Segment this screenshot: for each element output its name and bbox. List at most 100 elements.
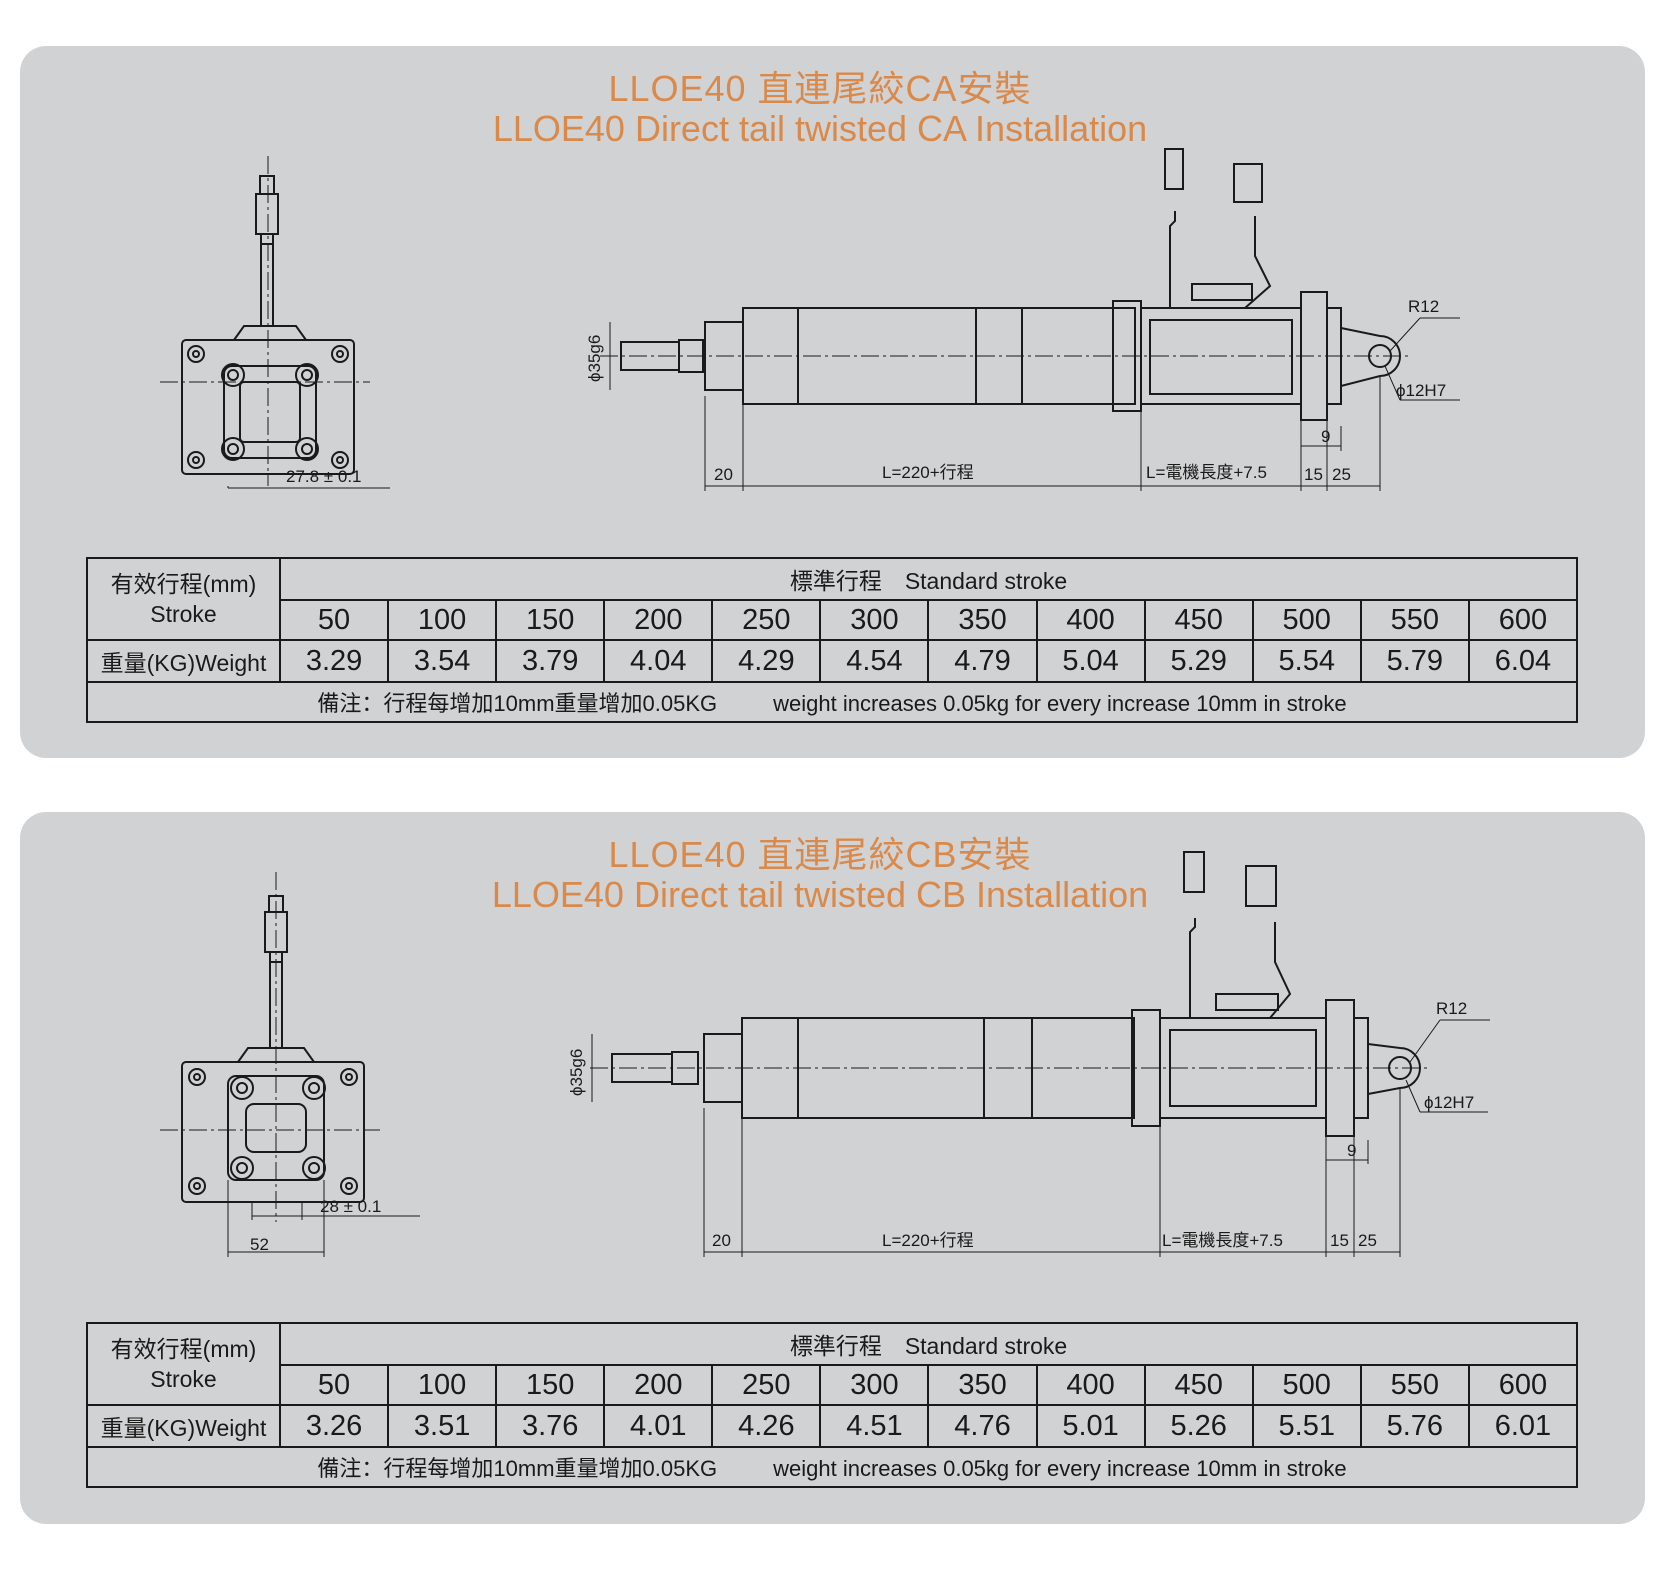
dim-9: 9 xyxy=(1321,427,1330,446)
stroke-value: 50 xyxy=(278,1364,390,1406)
weight-value: 4.04 xyxy=(603,639,714,683)
stroke-value: 300 xyxy=(819,1364,930,1406)
dim-9: 9 xyxy=(1347,1141,1356,1160)
dim-pin: ϕ12H7 xyxy=(1396,381,1446,400)
stroke-value: 200 xyxy=(603,599,714,641)
dim-motor-length: L=電機長度+7.5 xyxy=(1162,1231,1283,1250)
weight-value: 6.01 xyxy=(1467,1404,1579,1448)
installation-panel-ca: LLOE40 直連尾絞CA安裝 LLOE40 Direct tail twist… xyxy=(20,46,1645,758)
dim-motor-length: L=電機長度+7.5 xyxy=(1146,463,1267,482)
stroke-value: 350 xyxy=(927,1364,1038,1406)
stroke-value: 250 xyxy=(711,1364,822,1406)
panel-title-en: LLOE40 Direct tail twisted CB Installati… xyxy=(491,874,1149,915)
installation-panel-cb: LLOE40 直連尾絞CB安裝 LLOE40 Direct tail twist… xyxy=(20,812,1645,1524)
stroke-value: 600 xyxy=(1467,1364,1579,1406)
dim-20: 20 xyxy=(712,1231,731,1250)
stroke-value: 450 xyxy=(1143,599,1254,641)
dim-15: 15 xyxy=(1330,1231,1349,1250)
stroke-row: 50 100 150 200 250 300 350 400 450 500 5… xyxy=(87,599,1579,641)
stroke-value: 400 xyxy=(1035,1364,1146,1406)
dim-bore: ϕ35g6 xyxy=(567,1049,586,1096)
weight-value: 5.76 xyxy=(1359,1404,1470,1448)
stroke-label-cn: 有效行程(mm) xyxy=(110,1336,257,1362)
dim-bore: ϕ35g6 xyxy=(585,335,604,382)
dim-end-view-2: 52 xyxy=(250,1235,269,1254)
dim-20: 20 xyxy=(714,465,733,484)
dim-pin: ϕ12H7 xyxy=(1424,1093,1474,1112)
dim-25: 25 xyxy=(1358,1231,1377,1250)
stroke-value: 50 xyxy=(278,599,390,641)
weight-value: 4.79 xyxy=(927,639,1038,683)
spec-table: 有效行程(mm) Stroke 標準行程 Standard stroke 50 … xyxy=(86,1322,1579,1488)
stroke-label-cn: 有效行程(mm) xyxy=(110,571,257,597)
stroke-value: 600 xyxy=(1467,599,1579,641)
stroke-label-cell: 有效行程(mm) Stroke xyxy=(86,1322,281,1406)
weight-value: 5.54 xyxy=(1251,639,1362,683)
side-view xyxy=(611,851,1421,1137)
panel-title-cn: LLOE40 直連尾絞CA安裝 xyxy=(608,68,1032,109)
panel-title-cn: LLOE40 直連尾絞CB安裝 xyxy=(608,834,1032,875)
weight-value: 6.04 xyxy=(1467,639,1579,683)
weight-value: 5.04 xyxy=(1035,639,1146,683)
end-view xyxy=(181,895,365,1203)
spec-table: 有效行程(mm) Stroke 標準行程 Standard stroke 50 … xyxy=(86,557,1579,723)
dim-end-view: 28 ± 0.1 xyxy=(320,1197,381,1216)
dim-length: L=220+行程 xyxy=(882,1231,974,1250)
note-cn: 備注：行程每增加10mm重量增加0.05KG xyxy=(317,691,718,716)
panel-title-en: LLOE40 Direct tail twisted CA Installati… xyxy=(492,108,1148,149)
stroke-value: 100 xyxy=(387,1364,498,1406)
note-row: 備注：行程每增加10mm重量增加0.05KG weight increases 0… xyxy=(86,681,1578,723)
standard-stroke-header: 標準行程 Standard stroke xyxy=(279,1322,1578,1366)
weight-value: 4.01 xyxy=(603,1404,714,1448)
technical-drawing: 28 ± 0.1 52 ϕ35g6 R12 ϕ12H7 20 L=220+行程 … xyxy=(160,851,1490,1257)
weight-value: 3.29 xyxy=(278,639,390,683)
stroke-value: 550 xyxy=(1359,1364,1470,1406)
note-en: weight increases 0.05kg for every increa… xyxy=(773,1456,1347,1481)
stroke-value: 250 xyxy=(711,599,822,641)
weight-value: 5.51 xyxy=(1251,1404,1362,1448)
stroke-row: 50 100 150 200 250 300 350 400 450 500 5… xyxy=(87,1364,1579,1406)
weight-row: 重量(KG)Weight 3.26 3.51 3.76 4.01 4.26 4.… xyxy=(86,1404,1579,1448)
weight-label: 重量(KG)Weight xyxy=(86,639,281,683)
stroke-value: 150 xyxy=(495,599,606,641)
note-en: weight increases 0.05kg for every increa… xyxy=(773,691,1347,716)
weight-value: 4.76 xyxy=(927,1404,1038,1448)
weight-value: 3.51 xyxy=(387,1404,498,1448)
weight-value: 4.54 xyxy=(819,639,930,683)
weight-value: 5.29 xyxy=(1143,639,1254,683)
technical-drawing: 27.8 ± 0.1 ϕ35g6 R12 ϕ12H7 20 L=220+行程 L… xyxy=(160,148,1460,491)
weight-value: 4.51 xyxy=(819,1404,930,1448)
weight-label: 重量(KG)Weight xyxy=(86,1404,281,1448)
dim-25: 25 xyxy=(1332,465,1351,484)
stroke-value: 350 xyxy=(927,599,1038,641)
note-row: 備注：行程每增加10mm重量增加0.05KG weight increases 0… xyxy=(86,1446,1578,1488)
stroke-value: 550 xyxy=(1359,599,1470,641)
dim-radius: R12 xyxy=(1408,297,1439,316)
weight-value: 3.54 xyxy=(387,639,498,683)
weight-value: 4.29 xyxy=(711,639,822,683)
stroke-label-cell: 有效行程(mm) Stroke xyxy=(86,557,281,641)
standard-stroke-header: 標準行程 Standard stroke xyxy=(279,557,1578,601)
weight-row: 重量(KG)Weight 3.29 3.54 3.79 4.04 4.29 4.… xyxy=(86,639,1579,683)
weight-value: 3.26 xyxy=(278,1404,390,1448)
stroke-label-en: Stroke xyxy=(150,1366,217,1392)
weight-value: 3.79 xyxy=(495,639,606,683)
weight-value: 3.76 xyxy=(495,1404,606,1448)
side-view xyxy=(620,148,1401,421)
note-cell: 備注：行程每增加10mm重量增加0.05KG weight increases 0… xyxy=(86,1446,1578,1488)
dim-radius: R12 xyxy=(1436,999,1467,1018)
stroke-value: 400 xyxy=(1035,599,1146,641)
dim-end-view: 27.8 ± 0.1 xyxy=(286,467,362,486)
stroke-label-en: Stroke xyxy=(150,601,217,627)
stroke-value: 200 xyxy=(603,1364,714,1406)
stroke-value: 450 xyxy=(1143,1364,1254,1406)
weight-value: 5.01 xyxy=(1035,1404,1146,1448)
weight-value: 5.79 xyxy=(1359,639,1470,683)
stroke-value: 300 xyxy=(819,599,930,641)
stroke-value: 150 xyxy=(495,1364,606,1406)
stroke-value: 500 xyxy=(1251,1364,1362,1406)
dim-length: L=220+行程 xyxy=(882,463,974,482)
end-view xyxy=(181,175,355,475)
note-cn: 備注：行程每增加10mm重量增加0.05KG xyxy=(317,1456,718,1481)
stroke-value: 500 xyxy=(1251,599,1362,641)
